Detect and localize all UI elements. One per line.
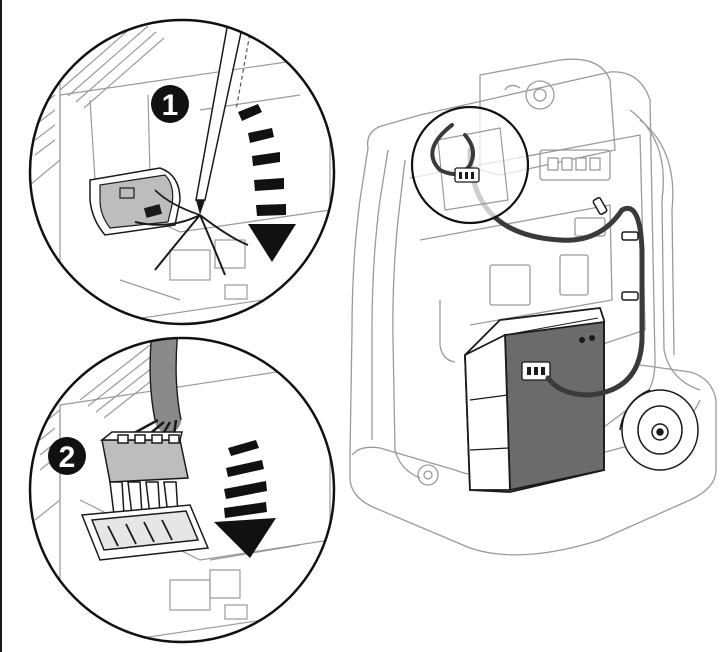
operator-housing	[366, 71, 656, 431]
drive-pinion	[619, 389, 699, 471]
connector-detail-circle	[410, 105, 530, 225]
operator-housing-left	[349, 147, 369, 456]
operator-base	[349, 364, 717, 556]
battery-cable	[467, 147, 645, 398]
svg-text:1: 1	[162, 89, 179, 122]
svg-text:2: 2	[59, 441, 76, 474]
control-board	[539, 149, 611, 181]
step-2-badge: 2	[48, 437, 86, 475]
motor-knob	[525, 80, 555, 110]
step1-detail	[28, 18, 336, 326]
bottom-fitting	[417, 464, 439, 486]
step-1-badge: 1	[151, 85, 189, 123]
press-down-arrow-icon	[238, 104, 296, 262]
gate-operator-unit	[349, 58, 717, 556]
insert-arrow-icon	[214, 440, 276, 558]
step2-detail	[28, 336, 336, 644]
screwdriver	[134, 20, 257, 276]
board-socket	[80, 504, 210, 561]
battery-pack	[464, 307, 605, 493]
cable-ties	[592, 197, 639, 301]
